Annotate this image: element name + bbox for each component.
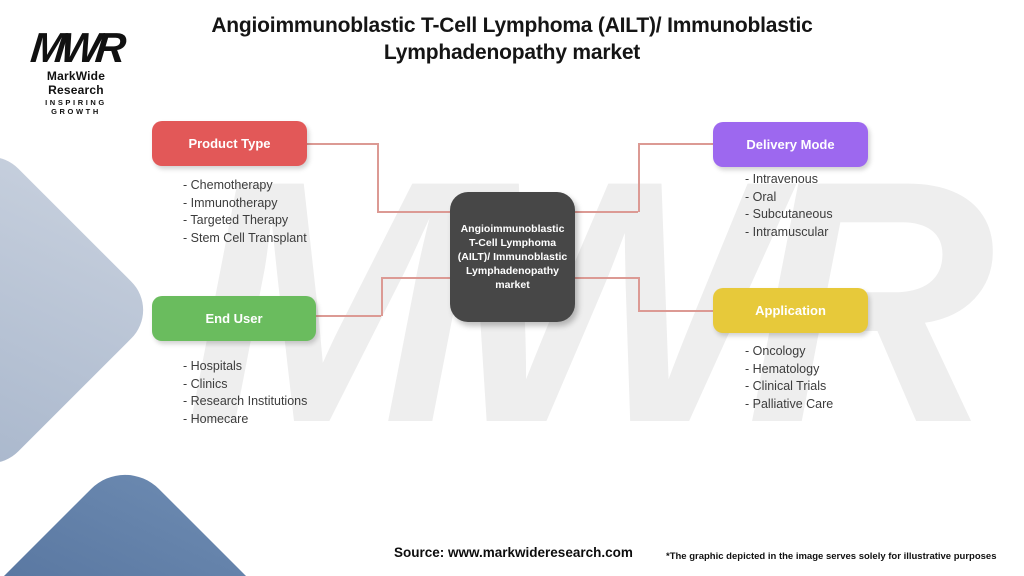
markwide-logo: MWR MarkWide Research INSPIRING GROWTH: [18, 24, 134, 116]
segment-header-product-type: Product Type: [152, 121, 307, 166]
list-item: Clinics: [183, 376, 307, 394]
connector-line: [377, 211, 450, 213]
segment-header-application: Application: [713, 288, 868, 333]
decorative-diamond-light: [0, 140, 160, 480]
segment-list-application: Oncology Hematology Clinical Trials Pall…: [745, 343, 834, 414]
list-item: Oncology: [745, 343, 833, 361]
segment-list-end-user: Hospitals Clinics Research Institutions …: [183, 358, 308, 429]
segment-label: Application: [755, 303, 826, 318]
logo-monogram: MWR: [28, 24, 124, 71]
connector-line: [307, 143, 377, 145]
connector-line: [381, 277, 450, 279]
list-item: Hematology: [745, 361, 833, 379]
list-item: Research Institutions: [183, 393, 308, 411]
segment-label: Product Type: [188, 136, 271, 151]
segment-list-delivery-mode: Intravenous Oral Subcutaneous Intramuscu…: [745, 171, 833, 241]
list-item: Palliative Care: [745, 396, 834, 414]
list-item: Oral: [745, 189, 833, 207]
connector-line: [377, 143, 379, 212]
list-item: Hospitals: [183, 358, 307, 376]
center-node: Angioimmunoblastic T-Cell Lymphoma (AILT…: [450, 192, 575, 322]
source-text: Source: www.markwideresearch.com: [394, 545, 633, 560]
connector-line: [575, 277, 638, 279]
page-title: Angioimmunoblastic T-Cell Lymphoma (AILT…: [211, 14, 813, 65]
connector-line: [638, 143, 640, 212]
segment-header-delivery-mode: Delivery Mode: [713, 122, 868, 167]
connector-line: [638, 310, 713, 312]
list-item: Homecare: [183, 411, 307, 429]
list-item: Intravenous: [745, 171, 833, 189]
list-item: Intramuscular: [745, 224, 833, 242]
connector-line: [638, 143, 713, 145]
segment-label: Delivery Mode: [746, 137, 835, 152]
list-item: Immunotherapy: [183, 195, 307, 213]
segment-list-product-type: Chemotherapy Immunotherapy Targeted Ther…: [183, 177, 307, 248]
segment-header-end-user: End User: [152, 296, 316, 341]
connector-line: [575, 211, 638, 213]
connector-line: [316, 315, 381, 317]
logo-tagline: INSPIRING GROWTH: [45, 98, 107, 116]
list-item: Clinical Trials: [745, 378, 833, 396]
logo-name: MarkWide Research: [46, 69, 106, 97]
list-item: Chemotherapy: [183, 177, 307, 195]
segment-label: End User: [205, 311, 263, 326]
list-item: Targeted Therapy: [183, 212, 307, 230]
connector-line: [638, 277, 640, 311]
connector-line: [381, 277, 383, 316]
disclaimer-text: *The graphic depicted in the image serve…: [666, 551, 997, 562]
list-item: Subcutaneous: [745, 206, 833, 224]
list-item: Stem Cell Transplant: [183, 230, 307, 248]
center-node-label: Angioimmunoblastic T-Cell Lymphoma (AILT…: [457, 222, 568, 292]
